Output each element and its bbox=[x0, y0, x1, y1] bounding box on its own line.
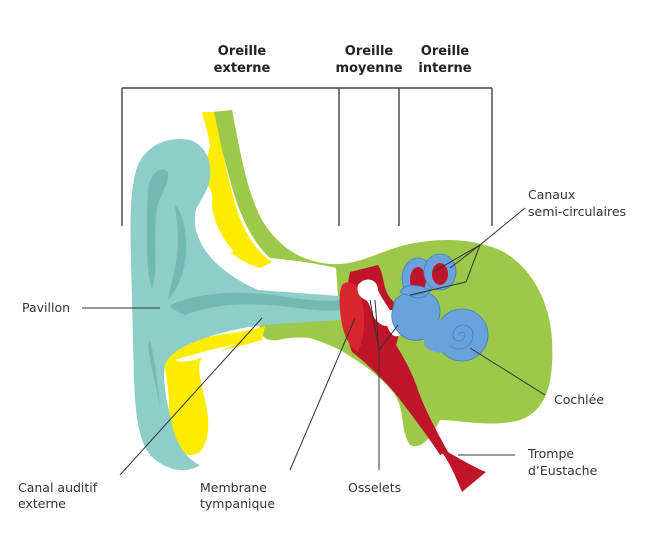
label-trompe-line2: d’Eustache bbox=[528, 463, 598, 478]
leader-osselets-b bbox=[378, 324, 399, 351]
pinna-fold-antihelix bbox=[168, 205, 187, 300]
cartilage-upper-white bbox=[198, 185, 234, 253]
cochlea-spiral bbox=[444, 324, 474, 350]
label-pavillon-line1: Pavillon bbox=[22, 300, 70, 315]
pinna-fold-lobe bbox=[148, 340, 160, 410]
inner-ear bbox=[391, 253, 489, 362]
section-external-line2: externe bbox=[214, 61, 271, 76]
pinna-fold-helix bbox=[146, 169, 169, 290]
label-trompe-line1: Trompe bbox=[527, 446, 574, 461]
label-canal: Canal auditif externe bbox=[18, 480, 98, 511]
cartilage bbox=[163, 112, 272, 456]
leader-osselets-c bbox=[374, 299, 380, 351]
leader-canaux-d bbox=[409, 281, 467, 296]
label-canaux: Canaux semi-circulaires bbox=[528, 187, 626, 219]
eardrum bbox=[339, 282, 365, 352]
label-osselets: Osselets bbox=[348, 480, 401, 495]
label-canal-line1: Canal auditif bbox=[18, 480, 98, 495]
middle-ear-cavity bbox=[346, 265, 448, 455]
leader-canaux-c bbox=[465, 244, 481, 283]
leader-canal bbox=[119, 317, 263, 476]
ear-canal-shade bbox=[170, 292, 340, 315]
cartilage-lower-white bbox=[175, 344, 235, 362]
section-brackets bbox=[121, 87, 493, 226]
section-label-external: Oreille externe bbox=[214, 44, 271, 76]
label-trompe: Trompe d’Eustache bbox=[527, 446, 598, 478]
section-inner-line2: interne bbox=[418, 61, 471, 76]
label-cochlee: Cochlée bbox=[554, 392, 604, 407]
pinna bbox=[130, 138, 340, 471]
leader-canaux-a bbox=[432, 244, 481, 273]
leader-lines bbox=[82, 207, 546, 476]
label-pavillon: Pavillon bbox=[22, 300, 70, 315]
section-middle-line2: moyenne bbox=[335, 61, 402, 76]
leader-canaux-b bbox=[449, 244, 481, 269]
label-membrane-line2: tympanique bbox=[200, 496, 275, 511]
label-osselets-line1: Osselets bbox=[348, 480, 401, 495]
eustachian-tube bbox=[430, 430, 486, 492]
label-canal-line2: externe bbox=[18, 496, 66, 511]
section-external-line1: Oreille bbox=[218, 44, 267, 59]
section-label-middle: Oreille moyenne bbox=[335, 44, 402, 76]
section-middle-line1: Oreille bbox=[345, 44, 394, 59]
label-cochlee-line1: Cochlée bbox=[554, 392, 604, 407]
leader-canaux-stem bbox=[479, 207, 526, 246]
leader-cochlee bbox=[469, 347, 546, 396]
section-inner-line1: Oreille bbox=[421, 44, 470, 59]
label-membrane: Membrane tympanique bbox=[200, 480, 275, 511]
label-canaux-line1: Canaux bbox=[528, 187, 575, 202]
semicircular-canal-2-inner bbox=[432, 263, 448, 285]
cochlea-connector bbox=[424, 319, 450, 353]
label-membrane-line1: Membrane bbox=[200, 480, 267, 495]
label-canaux-line2: semi-circulaires bbox=[528, 204, 626, 219]
section-label-inner: Oreille interne bbox=[418, 44, 471, 76]
leader-osselets-a bbox=[369, 299, 380, 351]
leader-membrane bbox=[289, 317, 356, 471]
